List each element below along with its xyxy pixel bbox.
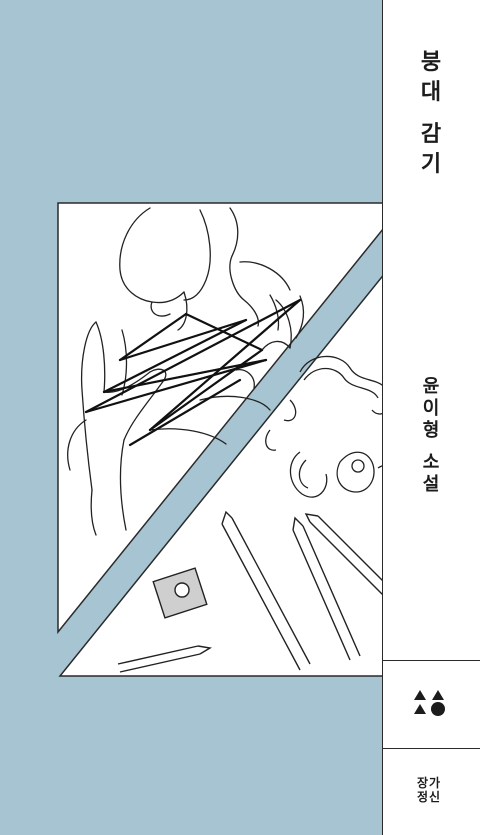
author-char: 소 [422,452,440,473]
hands-panel [57,202,406,635]
author-char: 형 [422,420,440,441]
title-char: 감 [420,122,442,147]
book-author: 윤 이 형 소 설 [411,378,451,498]
publisher-line: 정신 [416,789,442,804]
title-char: 붕 [420,50,442,75]
cats-cradle-hands-illustration [67,207,305,536]
book-title: 붕 대 감 기 [411,52,451,184]
publisher-logo-icon [414,690,445,716]
publisher-line: 장가 [416,776,442,790]
pencils-and-sharpener-illustration [117,510,407,673]
title-char: 대 [420,80,442,105]
title-panel [382,0,480,835]
divider-lower [382,748,480,749]
publisher-name: 장가 정신 [412,776,446,805]
string-lines [84,298,302,447]
title-char: 기 [420,152,442,177]
author-char: 이 [422,398,440,419]
author-char: 설 [422,474,440,495]
divider-upper [382,660,480,661]
author-char: 윤 [422,376,440,397]
